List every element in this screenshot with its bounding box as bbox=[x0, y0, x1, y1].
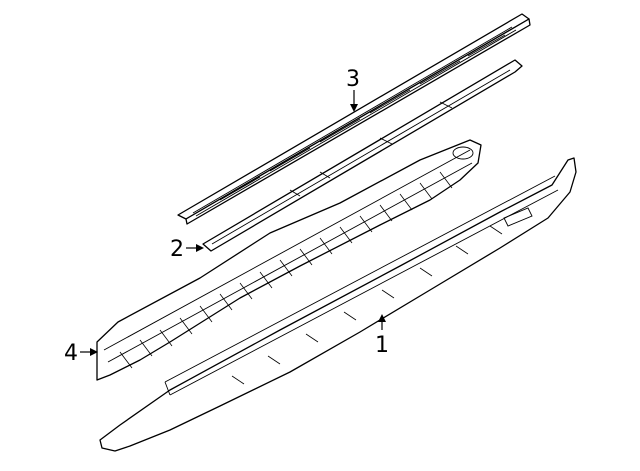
part-2-reinforcement[interactable] bbox=[202, 59, 523, 252]
part-3-slots bbox=[219, 34, 506, 201]
callout-3: 3 bbox=[346, 67, 360, 112]
callout-4: 4 bbox=[64, 341, 98, 366]
callout-2: 2 bbox=[170, 237, 204, 262]
callout-4-arrow-icon bbox=[90, 348, 98, 356]
part-1-slots bbox=[231, 225, 503, 385]
callout-3-arrow-icon bbox=[350, 104, 358, 112]
part-4-support-bracket[interactable] bbox=[96, 139, 482, 381]
callout-2-arrow-icon bbox=[196, 244, 204, 252]
callout-2-label: 2 bbox=[170, 237, 184, 262]
part-4-ribs bbox=[119, 171, 453, 369]
callout-1-arrow-icon bbox=[378, 314, 386, 322]
part-1-end-cap bbox=[503, 207, 533, 227]
callout-1-label: 1 bbox=[375, 333, 389, 358]
part-4-end-hole bbox=[452, 146, 474, 160]
part-1-rocker-molding[interactable] bbox=[99, 157, 577, 452]
callout-4-label: 4 bbox=[64, 341, 78, 366]
part-2-clips bbox=[289, 101, 453, 197]
part-3-sill-trim[interactable] bbox=[177, 13, 531, 225]
callout-1: 1 bbox=[375, 314, 389, 358]
callout-3-label: 3 bbox=[346, 67, 360, 92]
